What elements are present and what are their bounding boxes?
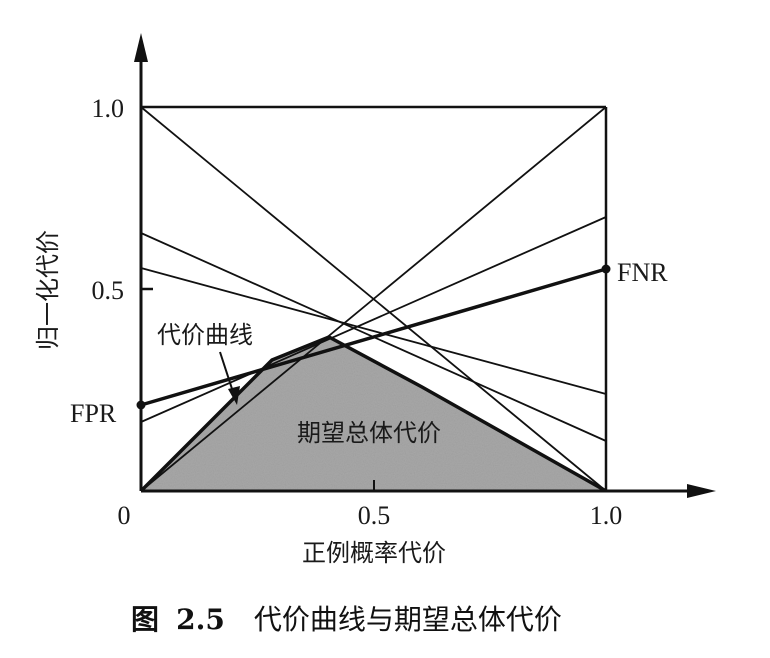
caption-text: 代价曲线与期望总体代价 <box>254 603 562 636</box>
line-056-to-025 <box>140 267 607 395</box>
y-tick-label-1: 1.0 <box>92 94 125 123</box>
x-axis-label: 正例概率代价 <box>302 539 446 567</box>
cost-curve-arrow-icon <box>228 386 240 405</box>
cost-curve-arrow <box>219 351 235 396</box>
x-tick-label-1: 1.0 <box>590 501 623 530</box>
x-axis-arrow-icon <box>687 484 716 498</box>
y-axis-label: 归一化代价 <box>34 230 62 350</box>
y-axis-arrow-icon <box>134 33 148 62</box>
fpr-label: FPR <box>70 399 117 428</box>
line-018-to-071 <box>140 216 607 423</box>
y-tick-label-05: 0.5 <box>92 276 125 305</box>
fnr-label: FNR <box>617 258 668 287</box>
fpr-fnr-line <box>140 267 607 407</box>
caption-number: 2.5 <box>176 603 225 636</box>
caption-prefix: 图 <box>131 603 159 636</box>
x-tick-label-05: 0.5 <box>358 501 391 530</box>
fnr-point <box>601 264 611 274</box>
line-0-to-1 <box>140 106 607 492</box>
cost-curve-label: 代价曲线 <box>157 321 253 349</box>
cost-curve-envelope <box>139 335 607 493</box>
figure-caption: 图 2.5 代价曲线与期望总体代价 <box>131 603 562 636</box>
x-tick-label-0: 0 <box>118 501 131 530</box>
area-label: 期望总体代价 <box>297 419 441 447</box>
